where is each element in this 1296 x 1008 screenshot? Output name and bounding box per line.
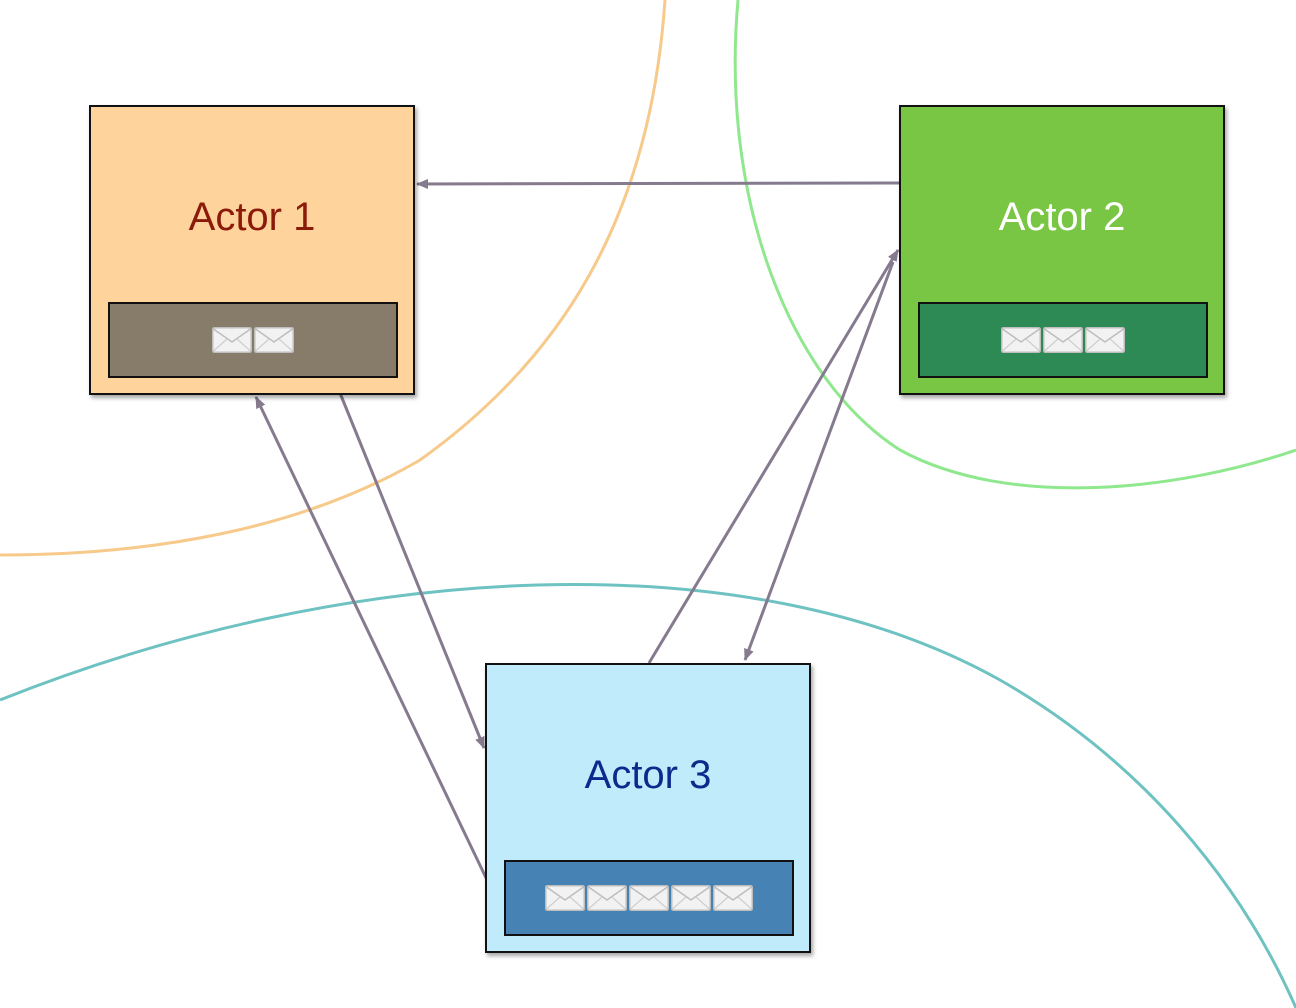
envelope-icon bbox=[254, 327, 294, 353]
envelope-icon bbox=[1085, 327, 1125, 353]
envelope-icon bbox=[587, 885, 627, 911]
actor-2-title: Actor 2 bbox=[998, 195, 1126, 239]
envelope-icon bbox=[671, 885, 711, 911]
envelope-icon bbox=[1043, 327, 1083, 353]
message-arrow-actor3-to-actor2 bbox=[647, 249, 900, 664]
actor-2-mailbox bbox=[918, 302, 1208, 378]
actor-3-boundary-curve bbox=[0, 583, 1296, 1008]
envelope-icon bbox=[212, 327, 252, 353]
message-arrow-actor2-to-actor1 bbox=[416, 178, 902, 189]
actor-3-box[interactable]: Actor 3 bbox=[485, 663, 811, 953]
actor-2-box[interactable]: Actor 2 bbox=[899, 105, 1225, 395]
envelope-icon bbox=[713, 885, 753, 911]
actor-2-boundary-curve bbox=[733, 0, 1296, 490]
actor-1-box[interactable]: Actor 1 bbox=[89, 105, 415, 395]
message-arrow-actor1-to-actor3 bbox=[338, 392, 486, 749]
message-arrow-actor3-to-actor1 bbox=[254, 396, 490, 883]
actor-1-mailbox bbox=[108, 302, 398, 378]
actor-3-title: Actor 3 bbox=[584, 753, 712, 797]
actor-3-mailbox bbox=[504, 860, 794, 936]
envelope-icon bbox=[545, 885, 585, 911]
envelope-icon bbox=[1001, 327, 1041, 353]
actor-1-boundary-curve bbox=[0, 0, 667, 557]
envelope-icon bbox=[629, 885, 669, 911]
message-arrow-actor2-to-actor3 bbox=[743, 261, 895, 661]
actor-1-title: Actor 1 bbox=[188, 195, 316, 239]
